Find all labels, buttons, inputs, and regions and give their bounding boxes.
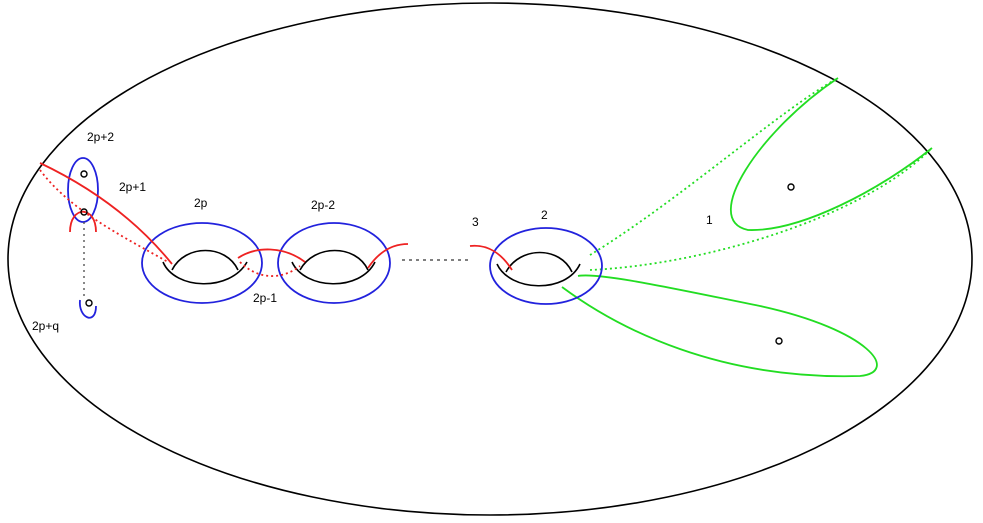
red-curve-right-of-2p-2: [367, 243, 409, 269]
handle-2p-2-lower: [291, 261, 376, 285]
puncture-icon: [775, 337, 783, 345]
label-2p-minus-1: 2p-1: [253, 291, 277, 305]
green-punctures: [775, 183, 795, 345]
puncture-icon: [80, 208, 88, 216]
green-dotted-1: [589, 77, 839, 256]
handle-2p-upper: [171, 249, 239, 271]
blue-curve-2p-2: [277, 222, 391, 304]
red-curve-2p-1: [237, 248, 306, 263]
blue-curve-2: [489, 227, 603, 305]
blue-curve-2p-plus-q: [79, 299, 97, 319]
red-curve-2p-plus-1: [39, 162, 173, 265]
blue-curve-2p-plus-2: [67, 157, 99, 223]
handles: [162, 249, 581, 287]
label-2p: 2p: [194, 196, 208, 210]
label-2p-minus-2: 2p-2: [311, 198, 335, 212]
red-curve-2p-plus-1-dotted: [39, 169, 169, 263]
label-2: 2: [541, 208, 548, 222]
blue-curves: [67, 157, 603, 319]
blue-curve-2p: [141, 222, 263, 304]
label-3: 3: [472, 215, 479, 229]
label-2p-plus-q: 2p+q: [32, 319, 59, 333]
handle-2-upper: [505, 251, 573, 273]
handle-2p-lower: [162, 261, 248, 285]
red-curves: [39, 162, 513, 277]
left-punctures: [80, 170, 93, 307]
label-1: 1: [706, 213, 713, 227]
puncture-icon: [80, 170, 88, 178]
green-loop-lower: [561, 274, 878, 378]
green-loop-upper: [729, 77, 933, 231]
handle-2-lower: [496, 263, 581, 287]
handle-2p-2-upper: [299, 249, 369, 271]
label-2p-plus-2: 2p+2: [87, 130, 114, 144]
puncture-icon: [787, 183, 795, 191]
red-curve-3: [469, 244, 513, 271]
surface-outline: [7, 2, 973, 516]
red-arc-left-puncture: [69, 211, 97, 233]
green-dotted-2: [589, 147, 933, 271]
puncture-icon: [85, 299, 93, 307]
red-curve-2p-1-dotted: [239, 261, 301, 277]
green-curves: [561, 77, 933, 378]
label-2p-plus-1: 2p+1: [119, 180, 146, 194]
